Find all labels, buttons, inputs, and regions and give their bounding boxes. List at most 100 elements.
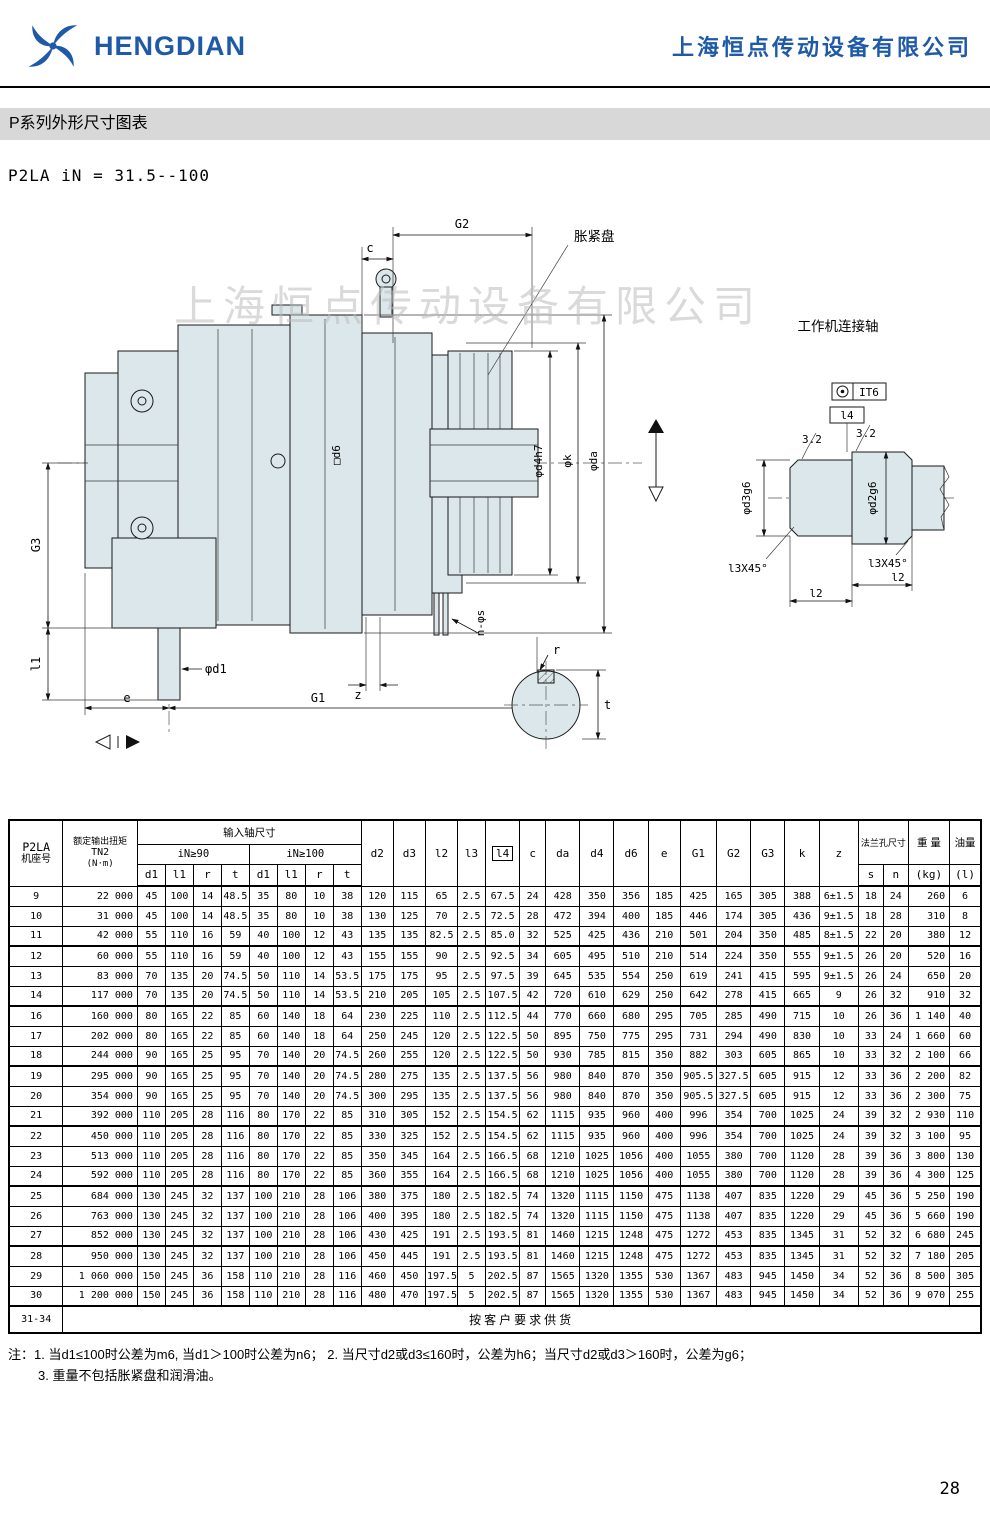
value-cell: 55 — [136, 925, 166, 947]
dimension-table-section: P2LA 机座号 额定输出扭矩 TN2 (N·m) 输入轴尺寸 d2 d3 l2… — [8, 819, 982, 1334]
model-subtitle: P2LA iN = 31.5--100 — [8, 166, 211, 185]
value-cell: 165 — [164, 1065, 194, 1087]
value-cell: 180 — [424, 1205, 459, 1227]
value-cell: 2.5 — [457, 965, 487, 987]
value-cell: 210 — [276, 1265, 306, 1287]
value-cell: 554 — [613, 965, 649, 987]
col-header-torque: 额定输出扭矩 TN2 (N·m) — [62, 819, 138, 887]
value-cell: 930 — [545, 1045, 581, 1067]
value-cell: 130 — [136, 1225, 166, 1247]
value-cell: 110 — [136, 1105, 166, 1127]
value-cell: 20 — [304, 1045, 334, 1067]
value-cell: 45 — [857, 1185, 884, 1207]
value-cell: 1272 — [679, 1245, 718, 1267]
value-cell: 12 — [818, 1065, 859, 1087]
value-cell: 110 — [136, 1145, 166, 1167]
value-cell: 64 — [332, 1025, 362, 1047]
value-cell: 100 — [276, 945, 306, 967]
value-cell: 32 — [192, 1245, 222, 1267]
value-cell: 39 — [857, 1165, 884, 1187]
value-cell: 453 — [716, 1245, 752, 1267]
col-header-model: P2LA 机座号 — [8, 819, 64, 887]
value-cell: 193.5 — [485, 1245, 521, 1267]
value-cell: 31 — [818, 1245, 859, 1267]
value-cell: 25 — [192, 1085, 222, 1107]
value-cell: 480 — [360, 1285, 394, 1307]
value-cell: 3 800 — [907, 1145, 951, 1167]
value-cell: 116 — [220, 1125, 250, 1147]
value-cell: 80 — [248, 1105, 278, 1127]
value-cell: 241 — [716, 965, 752, 987]
value-cell: 107.5 — [485, 985, 521, 1007]
value-cell: 245 — [164, 1225, 194, 1247]
value-cell: 40 — [248, 925, 278, 947]
value-cell: 840 — [579, 1065, 615, 1087]
value-cell: 510 — [613, 945, 649, 967]
value-cell: 24 — [818, 1125, 859, 1147]
value-cell: 135 — [392, 925, 426, 947]
value-cell: 135 — [164, 965, 194, 987]
value-cell: 996 — [679, 1125, 718, 1147]
value-cell: 80 — [136, 1025, 166, 1047]
value-cell: 152 — [424, 1105, 459, 1127]
value-cell: 310 — [360, 1105, 394, 1127]
value-cell: 2.5 — [457, 1205, 487, 1227]
value-cell: 56 — [519, 1085, 547, 1107]
value-cell: 130 — [949, 1145, 982, 1167]
frame-size-cell: 12 — [8, 945, 64, 967]
dimension-d1: φd1 — [181, 662, 227, 676]
value-cell: 154.5 — [485, 1105, 521, 1127]
value-cell: 106 — [332, 1245, 362, 1267]
value-cell: 28 — [304, 1245, 334, 1267]
value-cell: 407 — [716, 1185, 752, 1207]
value-cell: 85 — [332, 1165, 362, 1187]
value-cell: 28 — [192, 1145, 222, 1167]
value-cell: 170 — [276, 1125, 306, 1147]
value-cell: 1367 — [679, 1285, 718, 1307]
value-cell: 720 — [545, 985, 581, 1007]
frame-size-cell: 23 — [8, 1145, 64, 1167]
value-cell: 110 — [949, 1105, 982, 1127]
frame-size-cell: 9 — [8, 885, 64, 907]
value-cell: 1215 — [579, 1225, 615, 1247]
value-cell: 1320 — [545, 1205, 581, 1227]
value-cell: 137 — [220, 1185, 250, 1207]
value-cell: 5 250 — [907, 1185, 951, 1207]
value-cell: 945 — [750, 1265, 786, 1287]
value-cell: 18 — [304, 1025, 334, 1047]
value-cell: 835 — [750, 1245, 786, 1267]
value-cell: 130 — [360, 905, 394, 927]
value-cell: 52 — [857, 1225, 884, 1247]
value-cell: 1248 — [613, 1245, 649, 1267]
value-cell: 135 — [360, 925, 394, 947]
value-cell: 210 — [276, 1245, 306, 1267]
value-cell: 1025 — [579, 1145, 615, 1167]
col-header-l3: l3 — [457, 819, 487, 887]
frame-size-cell: 21 — [8, 1105, 64, 1127]
value-cell: 305 — [750, 885, 786, 907]
value-cell: 26 — [857, 985, 884, 1007]
col-header-d1b: d1 — [248, 863, 278, 887]
value-cell: 154.5 — [485, 1125, 521, 1147]
value-cell: 10 — [818, 1025, 859, 1047]
value-cell: 110 — [276, 965, 306, 987]
value-cell: 32 — [882, 1105, 909, 1127]
value-cell: 245 — [392, 1025, 426, 1047]
value-cell: 840 — [579, 1085, 615, 1107]
value-cell: 1025 — [784, 1125, 820, 1147]
value-cell: 2.5 — [457, 1065, 487, 1087]
gearbox-drawing: G2 c 胀紧盘 φ — [29, 217, 954, 750]
value-cell: 1320 — [579, 1265, 615, 1287]
value-cell: 100 — [276, 925, 306, 947]
value-cell: 2.5 — [457, 1005, 487, 1027]
value-cell: 2.5 — [457, 1025, 487, 1047]
value-cell: 446 — [679, 905, 718, 927]
value-cell: 4 300 — [907, 1165, 951, 1187]
value-cell: 684 000 — [62, 1185, 138, 1207]
value-cell: 100 — [248, 1185, 278, 1207]
value-cell: 182.5 — [485, 1185, 521, 1207]
value-cell: 407 — [716, 1205, 752, 1227]
value-cell: 1 060 000 — [62, 1265, 138, 1287]
value-cell: 155 — [392, 945, 426, 967]
